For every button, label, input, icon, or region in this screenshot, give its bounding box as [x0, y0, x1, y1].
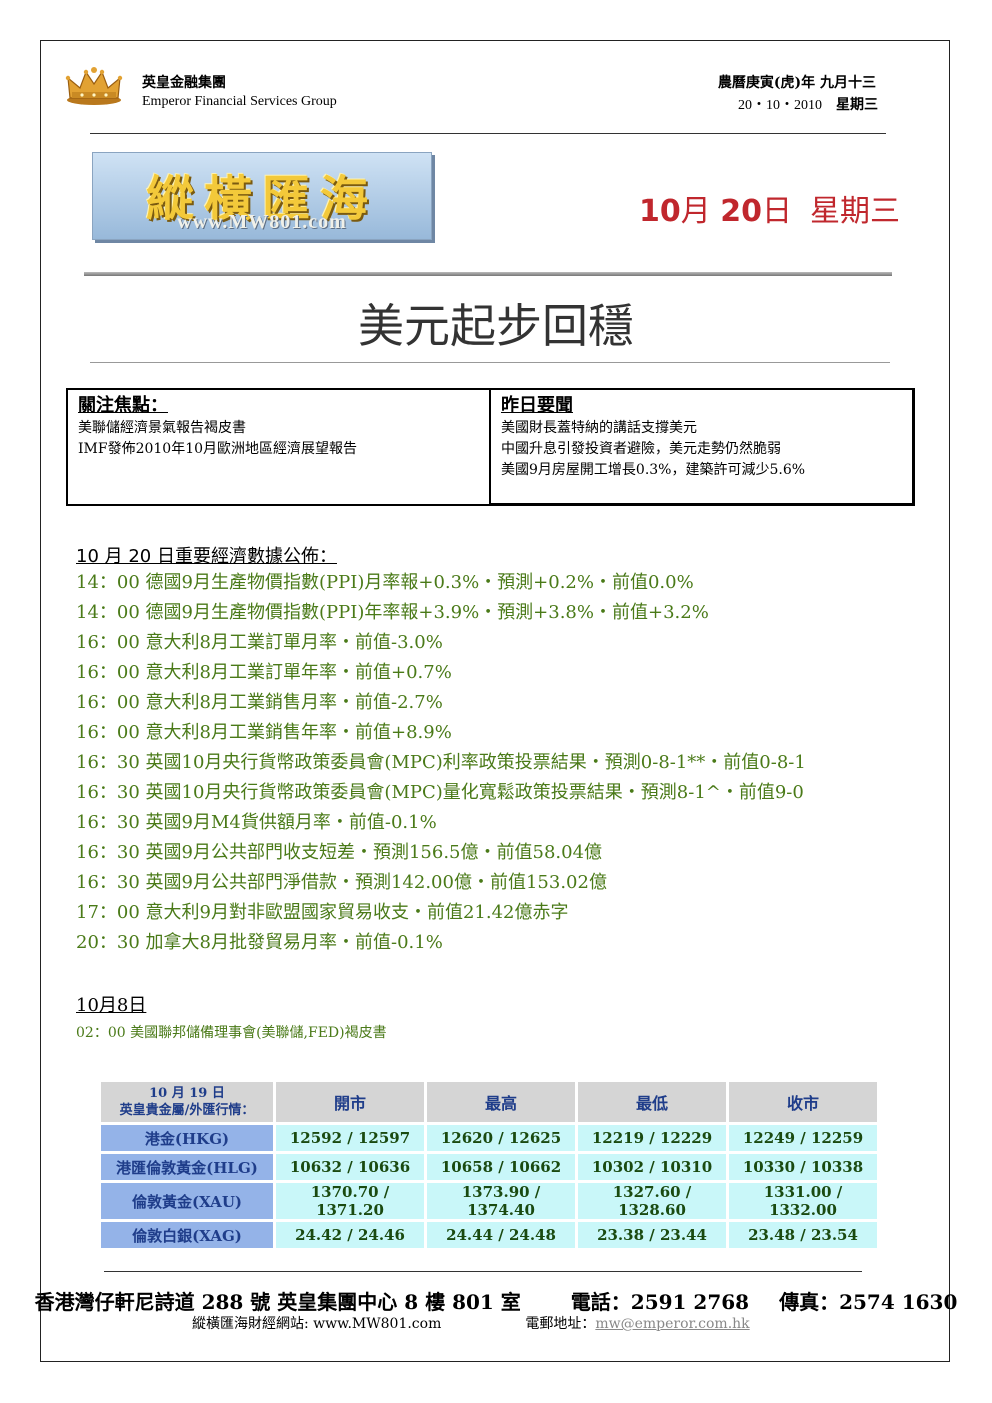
news-item: 美國財長蓋特納的講話支撐美元	[501, 420, 697, 436]
oct8-event: 02：00 美國聯邦儲備理事會(美聯儲,FED)褐皮書	[76, 1025, 387, 1041]
company-name-en: Emperor Financial Services Group	[142, 94, 337, 109]
company-name-zh: 英皇金融集團	[142, 75, 226, 91]
focus-heading: 關注焦點：	[78, 395, 168, 416]
table-cell: 23.38 / 23.44	[578, 1222, 726, 1248]
table-cell: 12249 / 12259	[729, 1125, 877, 1151]
table-cell: 1370.70 / 1371.20	[276, 1183, 424, 1219]
row-header: 港金(HKG)	[101, 1125, 273, 1151]
gregorian-date: 20・10・2010 星期三	[738, 94, 878, 114]
oct8-heading: 10月8日	[76, 995, 147, 1016]
page-title: 美元起步回穩	[358, 299, 634, 353]
focus-item: 美聯儲經濟景氣報告褐皮書	[78, 420, 246, 436]
banner-weekday: 星期三	[810, 194, 900, 229]
table-cell: 10330 / 10338	[729, 1154, 877, 1180]
data-release-heading: 10 月 20 日重要經濟數據公佈：	[76, 546, 337, 567]
table-header-row: 10 月 19 日英皇貴金屬/外匯行情： 開市 最高 最低 收市	[101, 1082, 877, 1122]
date-banner: 10月 20日星期三	[639, 186, 900, 230]
event-item: 16：00 意大利8月工業銷售月率・前值-2.7%	[76, 692, 443, 713]
title-bottom-rule	[90, 362, 890, 363]
banner-day-unit: 日	[762, 194, 792, 229]
table-row: 港匯倫敦黃金(HLG) 10632 / 10636 10658 / 10662 …	[101, 1154, 877, 1180]
weekday: 星期三	[836, 98, 878, 113]
table-cell: 10658 / 10662	[427, 1154, 575, 1180]
news-item: 中國升息引發投資者避險，美元走勢仍然脆弱	[501, 441, 781, 457]
table-cell: 24.44 / 24.48	[427, 1222, 575, 1248]
logo-text-zh: 縱橫匯海	[145, 171, 378, 227]
focus-box: 關注焦點： 美聯儲經濟景氣報告褐皮書 IMF發佈2010年10月歐洲地區經濟展望…	[66, 388, 490, 506]
column-header-close: 收市	[729, 1082, 877, 1122]
table-row: 倫敦黃金(XAU) 1370.70 / 1371.20 1373.90 / 13…	[101, 1183, 877, 1219]
table-cell: 12219 / 12229	[578, 1125, 726, 1151]
row-header: 倫敦白銀(XAG)	[101, 1222, 273, 1248]
footer-address: 香港灣仔軒尼詩道 288 號 英皇集團中心 8 樓 801 室	[34, 1290, 521, 1314]
row-header: 港匯倫敦黃金(HLG)	[101, 1154, 273, 1180]
footer-fax: 傳真：2574 1630	[779, 1290, 958, 1314]
event-item: 16：30 英國10月央行貨幣政策委員會(MPC)量化寬鬆政策投票結果・預測8-…	[76, 782, 804, 803]
table-cell: 10632 / 10636	[276, 1154, 424, 1180]
crown-logo-icon	[65, 67, 123, 105]
date-value: 20・10・2010	[738, 98, 822, 113]
footer-web: 縱橫匯海財經網站: www.MW801.com 電郵地址：mw@emperor.c…	[192, 1313, 750, 1333]
footer-website: 縱橫匯海財經網站: www.MW801.com	[192, 1316, 442, 1332]
footer-email-label: 電郵地址：	[525, 1316, 596, 1332]
banner-month-unit: 月	[680, 194, 711, 229]
event-item: 16：30 英國9月M4貨供額月率・前值-0.1%	[76, 812, 437, 833]
page-frame	[40, 40, 950, 1362]
news-heading: 昨日要聞	[501, 395, 573, 416]
news-item: 美國9月房屋開工增長0.3%，建築許可減少5.6%	[501, 462, 806, 478]
event-item: 16：30 英國9月公共部門收支短差・預測156.5億・前值58.04億	[76, 842, 603, 863]
table-cell: 12620 / 12625	[427, 1125, 575, 1151]
table-cell: 10302 / 10310	[578, 1154, 726, 1180]
footer-email-link[interactable]: mw@emperor.com.hk	[595, 1316, 750, 1332]
table-cell: 24.42 / 24.46	[276, 1222, 424, 1248]
event-list: 14：00 德國9月生產物價指數(PPI)月率報+0.3%・預測+0.2%・前值…	[76, 568, 806, 958]
table-cell: 1373.90 / 1374.40	[427, 1183, 575, 1219]
news-box: 昨日要聞 美國財長蓋特納的講話支撐美元 中國升息引發投資者避險，美元走勢仍然脆弱…	[489, 388, 915, 506]
banner-day: 20	[720, 194, 762, 229]
event-item: 16：30 英國10月央行貨幣政策委員會(MPC)利率政策投票結果・預測0-8-…	[76, 752, 806, 773]
mw801-logo: 縱橫匯海 www.MW801.com	[92, 152, 432, 240]
table-cell: 1327.60 / 1328.60	[578, 1183, 726, 1219]
title-top-rule	[84, 272, 892, 276]
table-corner: 10 月 19 日英皇貴金屬/外匯行情：	[101, 1082, 273, 1122]
banner-month: 10	[638, 194, 681, 229]
header-divider	[90, 133, 886, 134]
event-item: 16：00 意大利8月工業銷售年率・前值+8.9%	[76, 722, 452, 743]
column-header-open: 開市	[276, 1082, 424, 1122]
logo-text-en: www.MW801.com	[177, 211, 347, 233]
footer-phone: 電話：2591 2768	[570, 1290, 750, 1314]
corner-label: 英皇貴金屬/外匯行情：	[119, 1103, 255, 1118]
corner-date: 10 月 19 日	[149, 1086, 225, 1101]
row-header: 倫敦黃金(XAU)	[101, 1183, 273, 1219]
lunar-date: 農曆庚寅(虎)年 九月十三	[717, 75, 876, 91]
focus-item: IMF發佈2010年10月歐洲地區經濟展望報告	[78, 441, 358, 457]
column-header-low: 最低	[578, 1082, 726, 1122]
table-cell: 23.48 / 23.54	[729, 1222, 877, 1248]
footer-contact: 香港灣仔軒尼詩道 288 號 英皇集團中心 8 樓 801 室 電話：2591 2…	[0, 1286, 992, 1315]
event-item: 20：30 加拿大8月批發貿易月率・前值-0.1%	[76, 932, 443, 953]
table-cell: 12592 / 12597	[276, 1125, 424, 1151]
event-item: 17：00 意大利9月對非歐盟國家貿易收支・前值21.42億赤字	[76, 902, 569, 923]
event-item: 16：00 意大利8月工業訂單年率・前值+0.7%	[76, 662, 452, 683]
table-row: 港金(HKG) 12592 / 12597 12620 / 12625 1221…	[101, 1125, 877, 1151]
table-row: 倫敦白銀(XAG) 24.42 / 24.46 24.44 / 24.48 23…	[101, 1222, 877, 1248]
event-item: 16：00 意大利8月工業訂單月率・前值-3.0%	[76, 632, 443, 653]
column-header-high: 最高	[427, 1082, 575, 1122]
quotes-table: 10 月 19 日英皇貴金屬/外匯行情： 開市 最高 最低 收市 港金(HKG)…	[98, 1079, 880, 1251]
table-cell: 1331.00 / 1332.00	[729, 1183, 877, 1219]
event-item: 14：00 德國9月生產物價指數(PPI)年率報+3.9%・預測+3.8%・前值…	[76, 602, 709, 623]
footer-divider	[104, 1271, 862, 1272]
event-item: 16：30 英國9月公共部門淨借款・預測142.00億・前值153.02億	[76, 872, 607, 893]
event-item: 14：00 德國9月生產物價指數(PPI)月率報+0.3%・預測+0.2%・前值…	[76, 572, 694, 593]
